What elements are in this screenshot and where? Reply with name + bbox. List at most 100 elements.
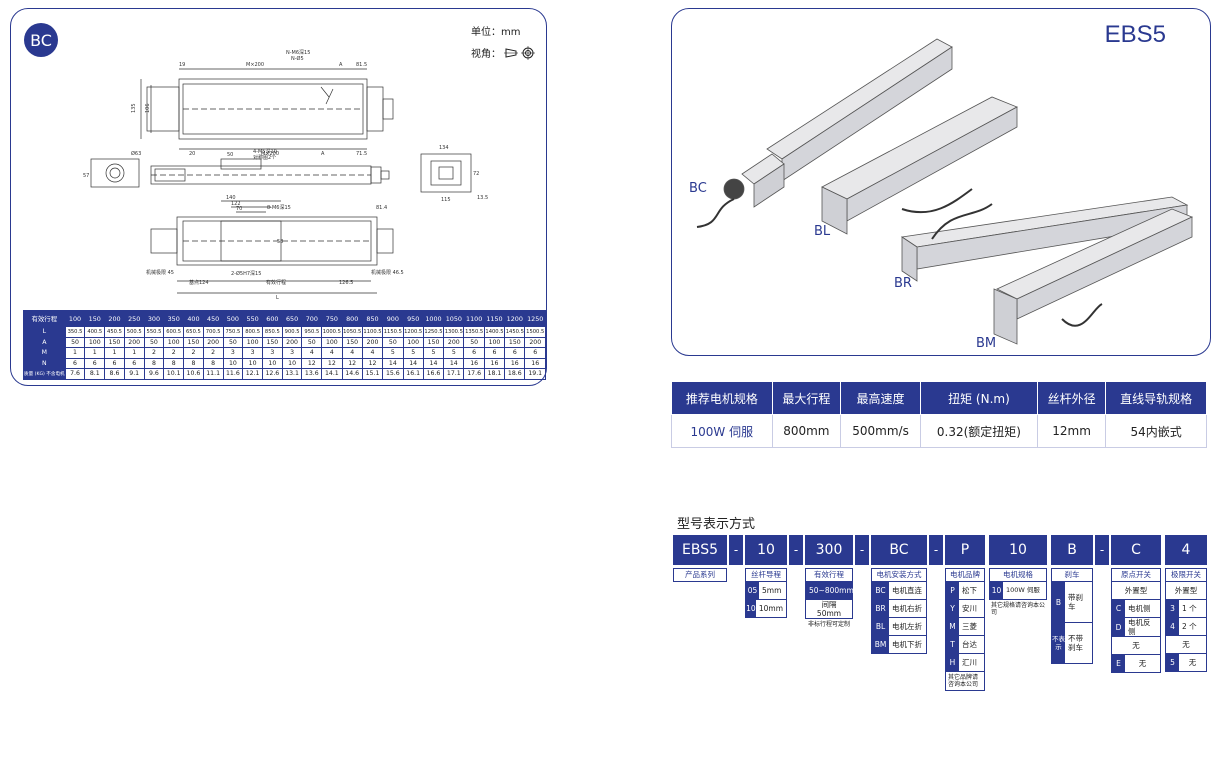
option-row: 无 (1165, 636, 1207, 654)
spec-cell: 1200.5 (402, 326, 424, 338)
param-value: 12mm (1036, 414, 1107, 448)
spec-cell: 6 (483, 347, 506, 359)
spec-cell: 9.1 (123, 368, 145, 380)
param-header: 直线导轨规格 (1105, 381, 1207, 415)
dim-122: 122 (231, 201, 241, 207)
base-124: 基点124 (189, 279, 209, 286)
product-title: EBS5 (1104, 21, 1166, 48)
mount-note-1: 4-M5深10 (253, 148, 277, 155)
spec-cell: 200 (524, 336, 546, 348)
spec-cell: 1300.5 (443, 326, 465, 338)
option-code: 不表示 (1052, 623, 1065, 663)
spec-cell: 50 (463, 336, 485, 348)
spec-cell: 14.1 (321, 368, 343, 380)
option-row: 不表示不带刹车 (1051, 623, 1093, 664)
spec-cell: 150 (104, 336, 125, 348)
col-title: 原点开关 (1111, 568, 1161, 582)
spec-cell: 1100.5 (361, 326, 384, 338)
mount-note-2: 对称图2个 (253, 154, 276, 161)
view-label: 视角： (471, 49, 501, 60)
option-code: 10 (746, 600, 756, 617)
spec-cell: 50 (222, 336, 244, 348)
parameter-value-row: 100W 伺服 800mm 500mm/s 0.32(额定扭矩) 12mm 54… (671, 414, 1207, 448)
spec-cell: 3 (281, 347, 303, 359)
spec-cell: 550.5 (143, 326, 165, 338)
spec-cell: 16 (504, 357, 526, 369)
col-title: 电机规格 (989, 568, 1047, 582)
code-dash: - (929, 535, 943, 565)
spec-cell: 6 (463, 347, 485, 359)
mech-limit-1: 机械极限 45 (146, 269, 174, 276)
option-text: 5mm (762, 586, 782, 595)
spec-cell: 900.5 (281, 326, 303, 338)
spec-cell: 16 (483, 357, 506, 369)
dim-n-d: N-Ø5 (291, 55, 304, 62)
spec-cell: 1250.5 (422, 326, 445, 338)
code-origin: C (1111, 535, 1161, 565)
spec-cell: 8.6 (104, 368, 125, 380)
option-text: 三菱 (962, 622, 977, 631)
param-header: 最高速度 (840, 381, 922, 415)
spec-cell: 12 (361, 357, 384, 369)
spec-cell: 1150.5 (382, 326, 404, 338)
dim-81-5: 81.5 (356, 62, 367, 68)
spec-cell: 1 (123, 347, 145, 359)
spec-cell: 10.1 (163, 368, 185, 380)
code-series: EBS5 (673, 535, 727, 565)
spec-cell: 700.5 (202, 326, 224, 338)
code-dash: - (1095, 535, 1109, 565)
option-row: 外置型 (1165, 582, 1207, 600)
spec-cell: 750.5 (222, 326, 244, 338)
option-text: 无 (1188, 658, 1197, 667)
option-code: 10 (990, 582, 1003, 599)
col-title: 电机品牌 (945, 568, 985, 582)
spec-cell: 1400.5 (483, 326, 506, 338)
option-code: E (1112, 655, 1125, 672)
bc-badge: BC (24, 23, 58, 57)
spec-cell: 150 (183, 336, 204, 348)
option-row: 其它品牌请咨询本公司 (945, 672, 985, 691)
spec-cell: 1050.5 (341, 326, 363, 338)
spec-cell: 150 (261, 336, 283, 348)
dim-81-4: 81.4 (376, 205, 387, 211)
spec-cell: 15.1 (361, 368, 384, 380)
spec-cell: 4 (341, 347, 363, 359)
spec-stroke-header: 500 (222, 310, 244, 327)
spec-cell: 10 (222, 357, 244, 369)
param-header: 最大行程 (771, 381, 842, 415)
spec-cell: 8 (163, 357, 185, 369)
spec-stroke-header: 650 (281, 310, 303, 327)
spec-cell: 12.6 (261, 368, 283, 380)
spec-cell: 1 (84, 347, 106, 359)
option-code: C (1112, 600, 1125, 617)
option-code: BL (872, 618, 889, 635)
col-title: 刹车 (1051, 568, 1093, 582)
spec-stroke-header: 900 (382, 310, 404, 327)
spec-cell: 100 (163, 336, 185, 348)
spec-row-label: M (23, 347, 66, 359)
spec-stroke-header: 1200 (504, 310, 526, 327)
col-series: 产品系列 (673, 568, 727, 582)
spec-cell: 18.1 (483, 368, 506, 380)
spec-stroke-header: 750 (321, 310, 343, 327)
spec-stroke-header: 800 (341, 310, 363, 327)
technical-drawing: 19 M×200 A 81.5 N-M6深15 N-Ø5 20 M×200 A … (83, 49, 488, 301)
spec-cell: 8 (143, 357, 165, 369)
option-text: 电机侧 (1128, 604, 1151, 613)
spec-stroke-header: 400 (183, 310, 204, 327)
spec-cell: 50 (382, 336, 404, 348)
option-row: 无 (1111, 637, 1161, 655)
origin-sub: 外置型 (1124, 586, 1148, 595)
variant-label-bl: BL (814, 224, 831, 239)
code-dash: - (789, 535, 803, 565)
option-code: 3 (1166, 600, 1179, 617)
spec-cell: 2 (163, 347, 185, 359)
